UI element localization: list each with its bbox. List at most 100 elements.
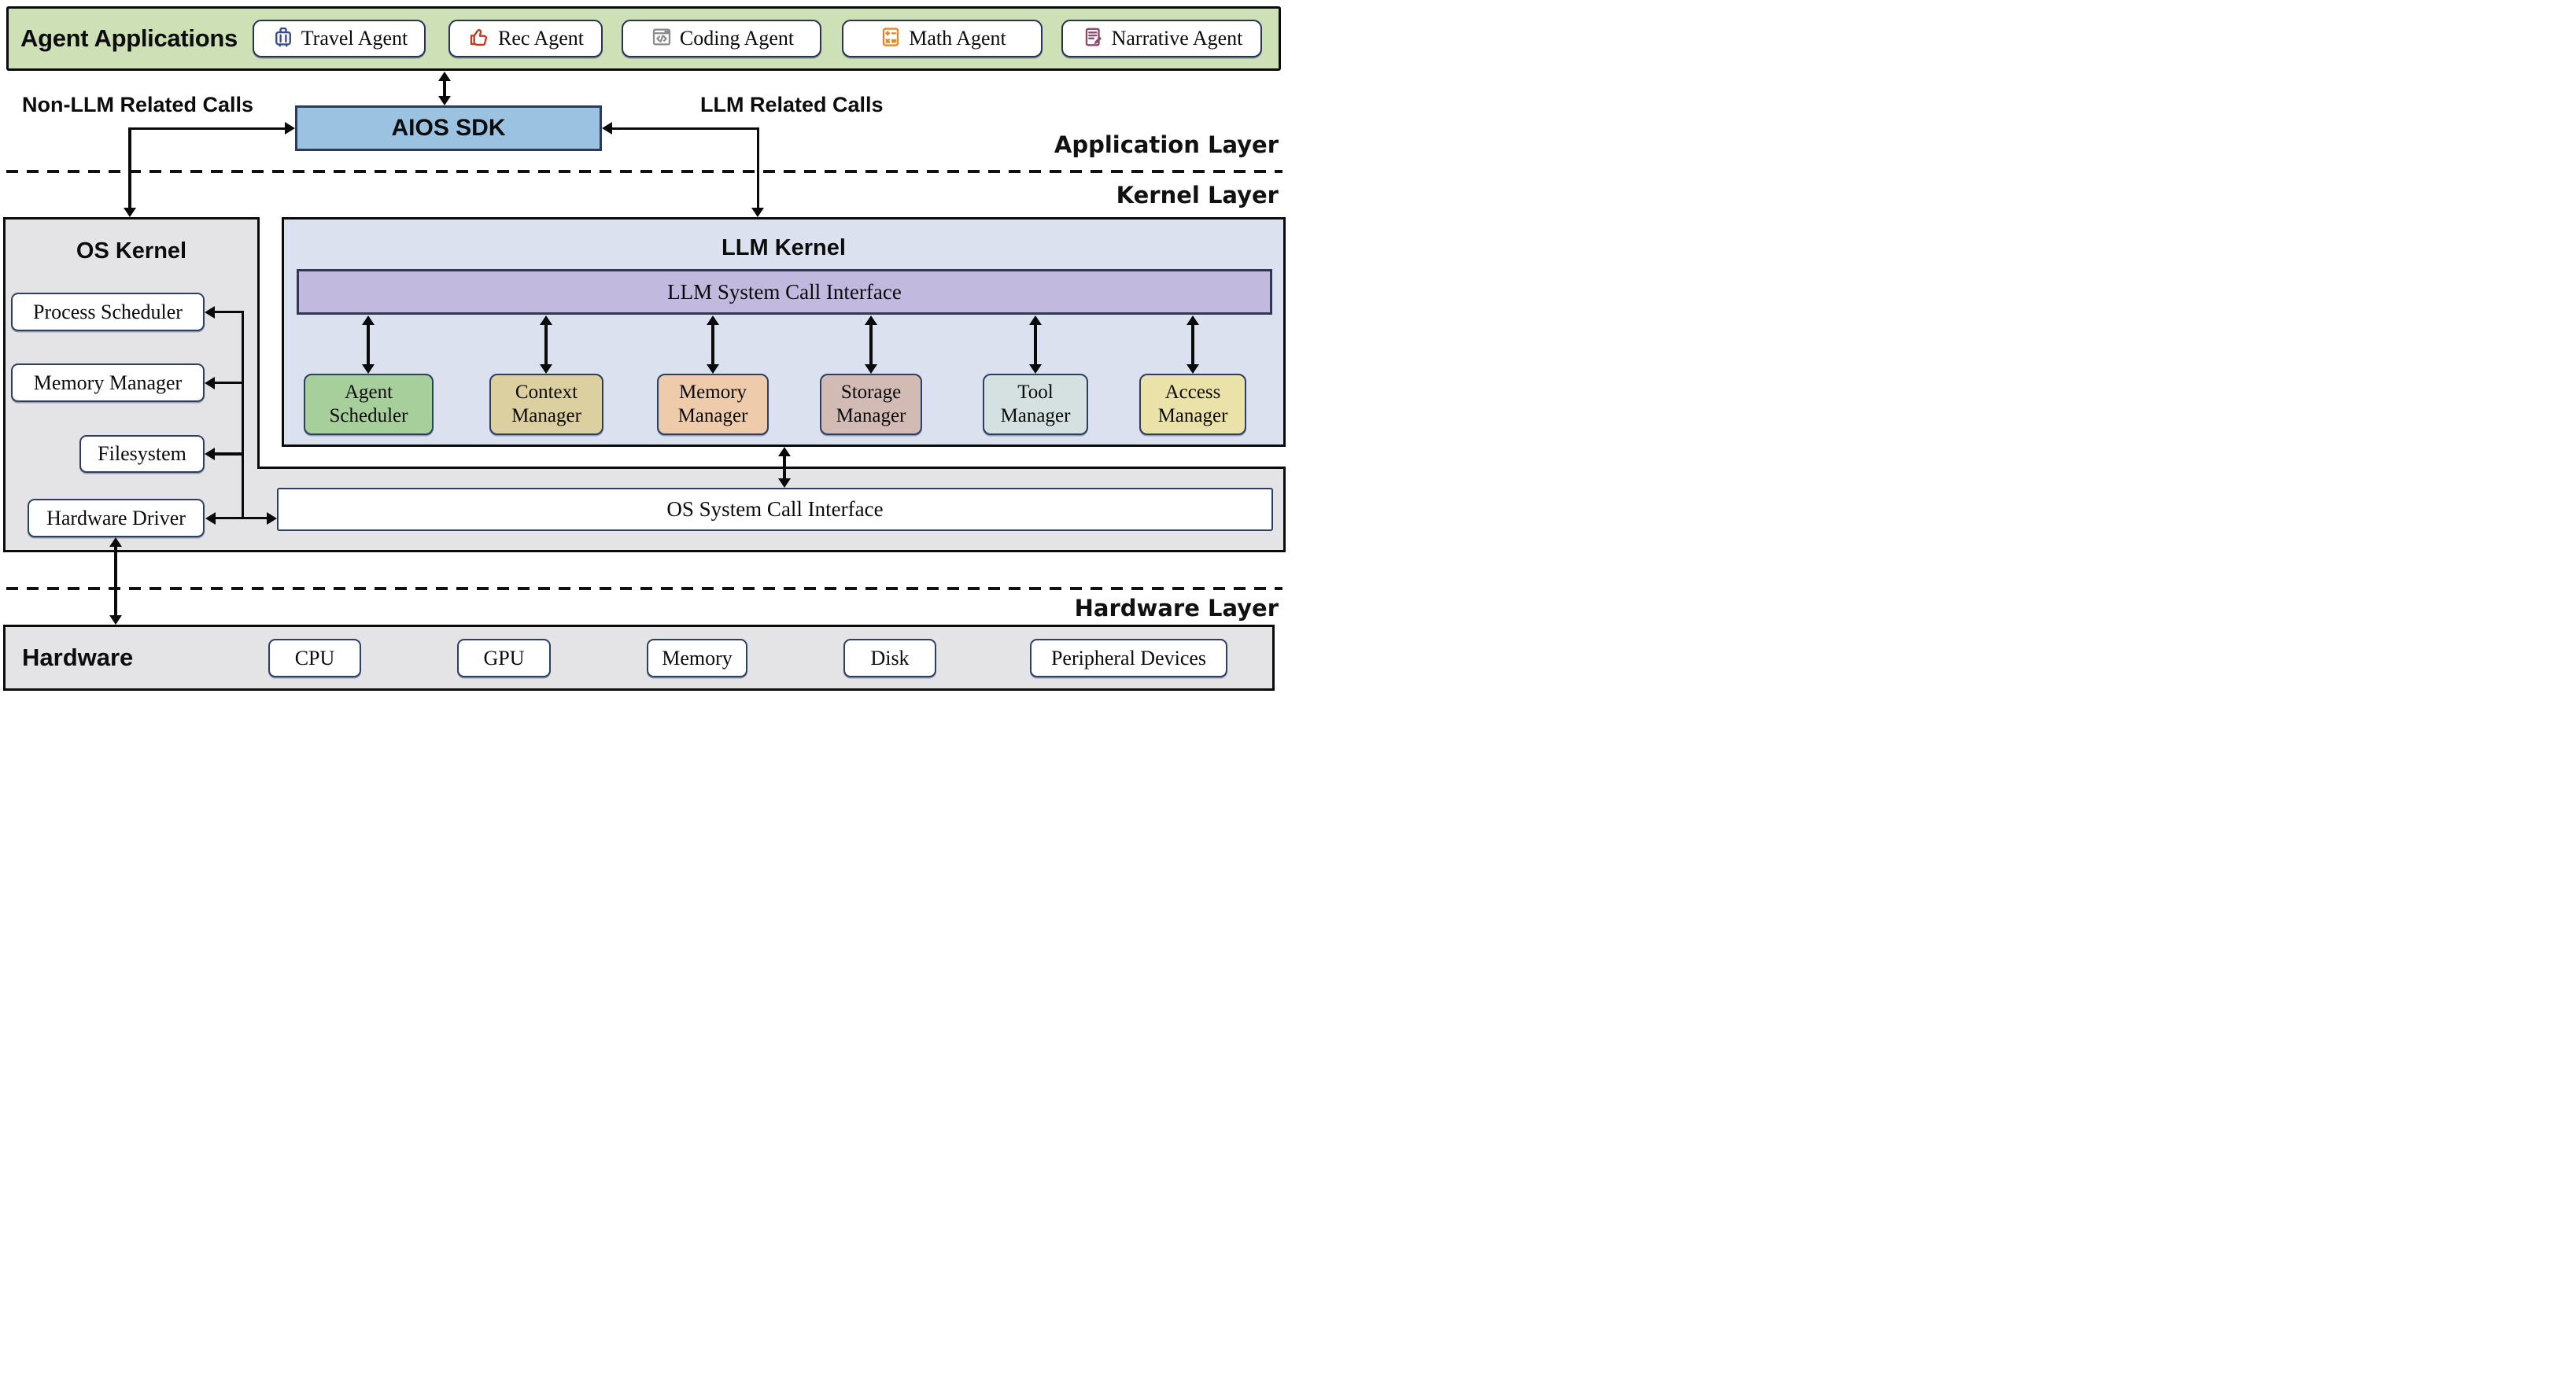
- sci-tool-manager-arrow-up: [1029, 315, 1042, 325]
- agent-scheduler-box: Agent Scheduler: [304, 374, 434, 435]
- os-kernel-connector-spine: [241, 310, 244, 518]
- coding-agent-chip: Coding Agent: [622, 20, 821, 57]
- gpu-box: GPU: [457, 639, 551, 677]
- sci-memory-manager-line: [711, 323, 714, 365]
- hardware-driver-osci-line: [215, 516, 268, 520]
- sci-access-manager-line: [1191, 323, 1194, 365]
- sci-access-manager-arrow-up: [1187, 315, 1199, 325]
- arrow-into-filesystem: [205, 448, 215, 460]
- memory-manager-llm-line1: Memory: [678, 381, 747, 403]
- storage-manager-box: Storage Manager: [820, 374, 922, 435]
- context-manager-box: Context Manager: [489, 374, 603, 435]
- arrow-into-hardware-driver: [205, 511, 216, 525]
- apps-sdk-arrow-up: [438, 72, 451, 81]
- arrow-into-memory-manager-os: [205, 376, 215, 389]
- sci-memory-manager-arrow-down: [707, 364, 719, 374]
- application-kernel-divider: [6, 170, 1282, 173]
- narrative-agent-chip: Narrative Agent: [1061, 20, 1262, 57]
- memory-manager-os-box: Memory Manager: [11, 363, 205, 402]
- agent-scheduler-line2: Scheduler: [329, 405, 408, 426]
- filesystem-box: Filesystem: [79, 435, 205, 473]
- sci-agent-scheduler-arrow-up: [362, 315, 375, 325]
- agent-scheduler-line1: Agent: [344, 381, 393, 403]
- sci-agent-scheduler-line: [367, 323, 370, 365]
- os-system-call-interface-box: OS System Call Interface: [277, 488, 1273, 531]
- memory-manager-os-stub: [214, 381, 242, 385]
- driver-hardware-arrow-up: [109, 537, 122, 547]
- sci-agent-scheduler-arrow-down: [362, 364, 375, 374]
- tool-manager-line1: Tool: [1017, 381, 1054, 403]
- peripheral-devices-box: Peripheral Devices: [1030, 639, 1227, 677]
- context-manager-line2: Manager: [511, 405, 581, 426]
- hardware-driver-box: Hardware Driver: [28, 499, 205, 537]
- driver-hardware-arrow-down: [109, 615, 122, 625]
- llm-call-arrow-into-llm-kernel: [751, 208, 764, 217]
- memory-manager-llm-box: Memory Manager: [657, 374, 769, 435]
- filesystem-stub: [214, 452, 242, 456]
- travel-agent-chip: Travel Agent: [253, 20, 426, 57]
- rec-agent-chip: Rec Agent: [448, 20, 603, 57]
- aios-sdk-box: AIOS SDK: [295, 105, 602, 151]
- document-pen-icon: [1082, 25, 1105, 53]
- llm-system-call-interface-bar: LLM System Call Interface: [297, 269, 1272, 315]
- llm-call-line-vertical: [756, 127, 759, 208]
- application-layer-label: Application Layer: [1054, 131, 1279, 158]
- hardware-title: Hardware: [22, 644, 134, 671]
- sci-context-manager-line: [544, 323, 548, 365]
- arrow-into-process-scheduler: [205, 305, 215, 319]
- suitcase-icon: [271, 25, 295, 53]
- sci-storage-manager-arrow-down: [865, 364, 877, 374]
- rec-agent-label: Rec Agent: [497, 27, 585, 50]
- sci-memory-manager-arrow-up: [707, 315, 719, 325]
- process-scheduler-stub: [214, 310, 242, 314]
- process-scheduler-box: Process Scheduler: [11, 293, 205, 331]
- access-manager-line2: Manager: [1157, 405, 1228, 426]
- sci-storage-manager-line: [869, 323, 873, 365]
- llm-kernel-title: LLM Kernel: [722, 235, 846, 260]
- llm-kernel-panel: [282, 217, 1286, 447]
- non-llm-call-arrow-into-sdk: [285, 122, 295, 135]
- os-kernel-title: OS Kernel: [76, 238, 187, 264]
- arrow-into-os-interface: [267, 511, 277, 525]
- narrative-agent-label: Narrative Agent: [1111, 27, 1243, 50]
- llm-call-line-horizontal: [611, 127, 759, 130]
- driver-hardware-line: [114, 545, 117, 617]
- kernel-hardware-divider: [6, 587, 1282, 590]
- non-llm-call-arrow-into-os-kernel: [124, 208, 136, 217]
- coding-agent-label: Coding Agent: [679, 27, 795, 50]
- storage-manager-line2: Manager: [836, 405, 906, 426]
- llm-kernel-osci-arrow-down: [778, 478, 791, 488]
- llm-kernel-osci-arrow-up: [778, 447, 791, 456]
- sci-context-manager-arrow-up: [540, 315, 552, 325]
- memory-hw-box: Memory: [647, 639, 747, 677]
- non-llm-calls-label: Non-LLM Related Calls: [22, 93, 254, 116]
- thumbs-up-icon: [468, 25, 492, 53]
- memory-manager-llm-line2: Manager: [677, 405, 748, 426]
- apps-sdk-arrow-line: [443, 79, 446, 98]
- agent-applications-title: Agent Applications: [20, 24, 238, 52]
- tool-manager-box: Tool Manager: [983, 374, 1088, 435]
- disk-box: Disk: [843, 639, 936, 677]
- cpu-box: CPU: [268, 639, 361, 677]
- sci-tool-manager-arrow-down: [1029, 364, 1042, 374]
- storage-manager-line1: Storage: [840, 381, 902, 403]
- calculator-icon: [879, 25, 902, 53]
- math-agent-chip: Math Agent: [842, 20, 1043, 57]
- apps-sdk-arrow-down: [438, 96, 451, 105]
- tool-manager-line2: Manager: [1000, 405, 1071, 426]
- non-llm-call-line-horizontal: [128, 127, 286, 130]
- llm-kernel-osci-line: [783, 455, 786, 480]
- aios-architecture-diagram: Agent Applications Travel Agent Rec Agen…: [0, 0, 1288, 694]
- access-manager-box: Access Manager: [1139, 374, 1246, 435]
- math-agent-label: Math Agent: [909, 27, 1006, 50]
- llm-calls-label: LLM Related Calls: [700, 93, 884, 116]
- context-manager-line1: Context: [515, 381, 578, 403]
- hardware-layer-label: Hardware Layer: [1074, 595, 1279, 622]
- sci-tool-manager-line: [1034, 323, 1037, 365]
- access-manager-line1: Access: [1164, 381, 1221, 403]
- sci-access-manager-arrow-down: [1187, 364, 1199, 374]
- llm-call-arrow-into-sdk: [602, 122, 612, 135]
- sci-storage-manager-arrow-up: [865, 315, 877, 325]
- kernel-layer-label: Kernel Layer: [1116, 182, 1279, 208]
- travel-agent-label: Travel Agent: [301, 27, 408, 50]
